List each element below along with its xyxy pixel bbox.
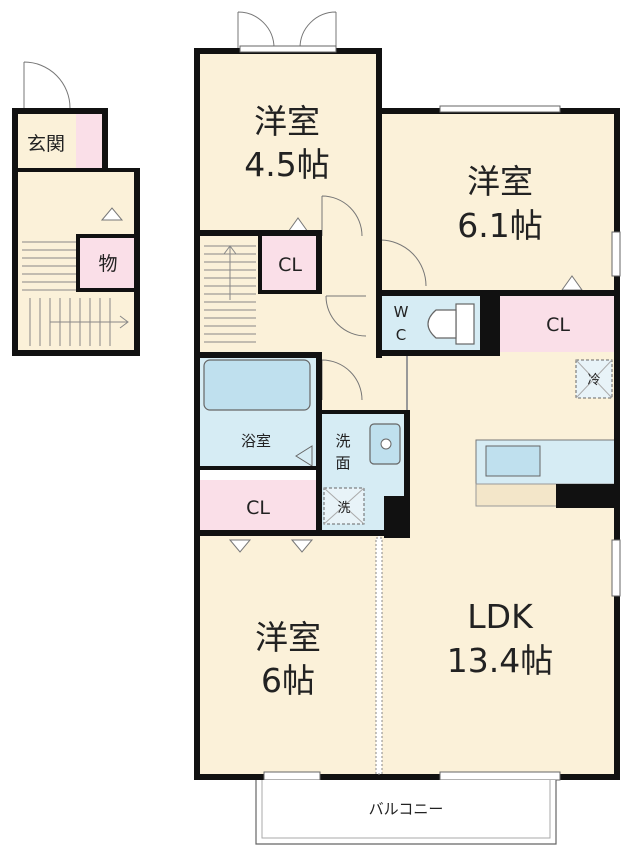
toilet-tank xyxy=(455,303,475,345)
balcony xyxy=(255,780,557,845)
stairs xyxy=(22,241,256,346)
bath-label: 浴室 xyxy=(241,432,271,450)
storage-room xyxy=(80,236,136,290)
western-room-1-size: 4.5帖 xyxy=(244,145,329,184)
closet-2 xyxy=(500,296,616,352)
ldk-name: LDK xyxy=(467,597,534,636)
washroom-label-bottom: 面 xyxy=(335,454,350,472)
kitchen-sink xyxy=(485,445,541,477)
washer-label: 洗 xyxy=(337,501,350,516)
wc-label-top: W xyxy=(394,303,409,321)
entrance-floor xyxy=(16,112,76,170)
storage-label: 物 xyxy=(98,253,117,275)
labels: 玄関 物 洋室 4.5帖 洋室 6.1帖 CL CL CL W C 浴室 洗 面… xyxy=(27,102,601,818)
ldk-size: 13.4帖 xyxy=(447,641,553,680)
closet-3 xyxy=(198,480,318,536)
closet-1-label: CL xyxy=(278,254,302,276)
western-room-2-name: 洋室 xyxy=(467,162,533,201)
door-strip xyxy=(406,356,408,410)
closets xyxy=(76,114,616,536)
fridge-cross-2 xyxy=(575,359,613,399)
washer-cross-2 xyxy=(323,487,365,525)
western-room-1-floor xyxy=(198,52,378,234)
bathtub xyxy=(203,359,311,411)
fridge-label: 冷 xyxy=(587,373,600,388)
wc-label-bottom: C xyxy=(396,326,406,344)
sink-drain xyxy=(380,438,392,450)
western-room-2-floor xyxy=(380,112,616,294)
ldk-floor xyxy=(380,352,616,776)
closet-1 xyxy=(262,236,318,290)
western-room-1-name: 洋室 xyxy=(254,102,320,141)
closet-2-label: CL xyxy=(546,314,570,336)
fixtures xyxy=(203,303,613,525)
toilet-bowl xyxy=(427,309,457,339)
washroom-label-top: 洗 xyxy=(335,432,350,450)
western-room-3-name: 洋室 xyxy=(255,618,321,657)
sliding-door xyxy=(375,537,383,775)
western-room-3-floor xyxy=(198,536,378,776)
western-room-3-size: 6帖 xyxy=(261,661,315,700)
balcony-label: バルコニー xyxy=(369,800,444,818)
closet-3-label: CL xyxy=(246,497,270,519)
western-room-2-size: 6.1帖 xyxy=(457,206,542,245)
entrance-label: 玄関 xyxy=(27,133,65,155)
entrance-closet xyxy=(76,114,104,170)
floor-areas xyxy=(16,52,616,776)
hall2-floor xyxy=(320,234,380,424)
bath-step-mark xyxy=(295,445,313,467)
